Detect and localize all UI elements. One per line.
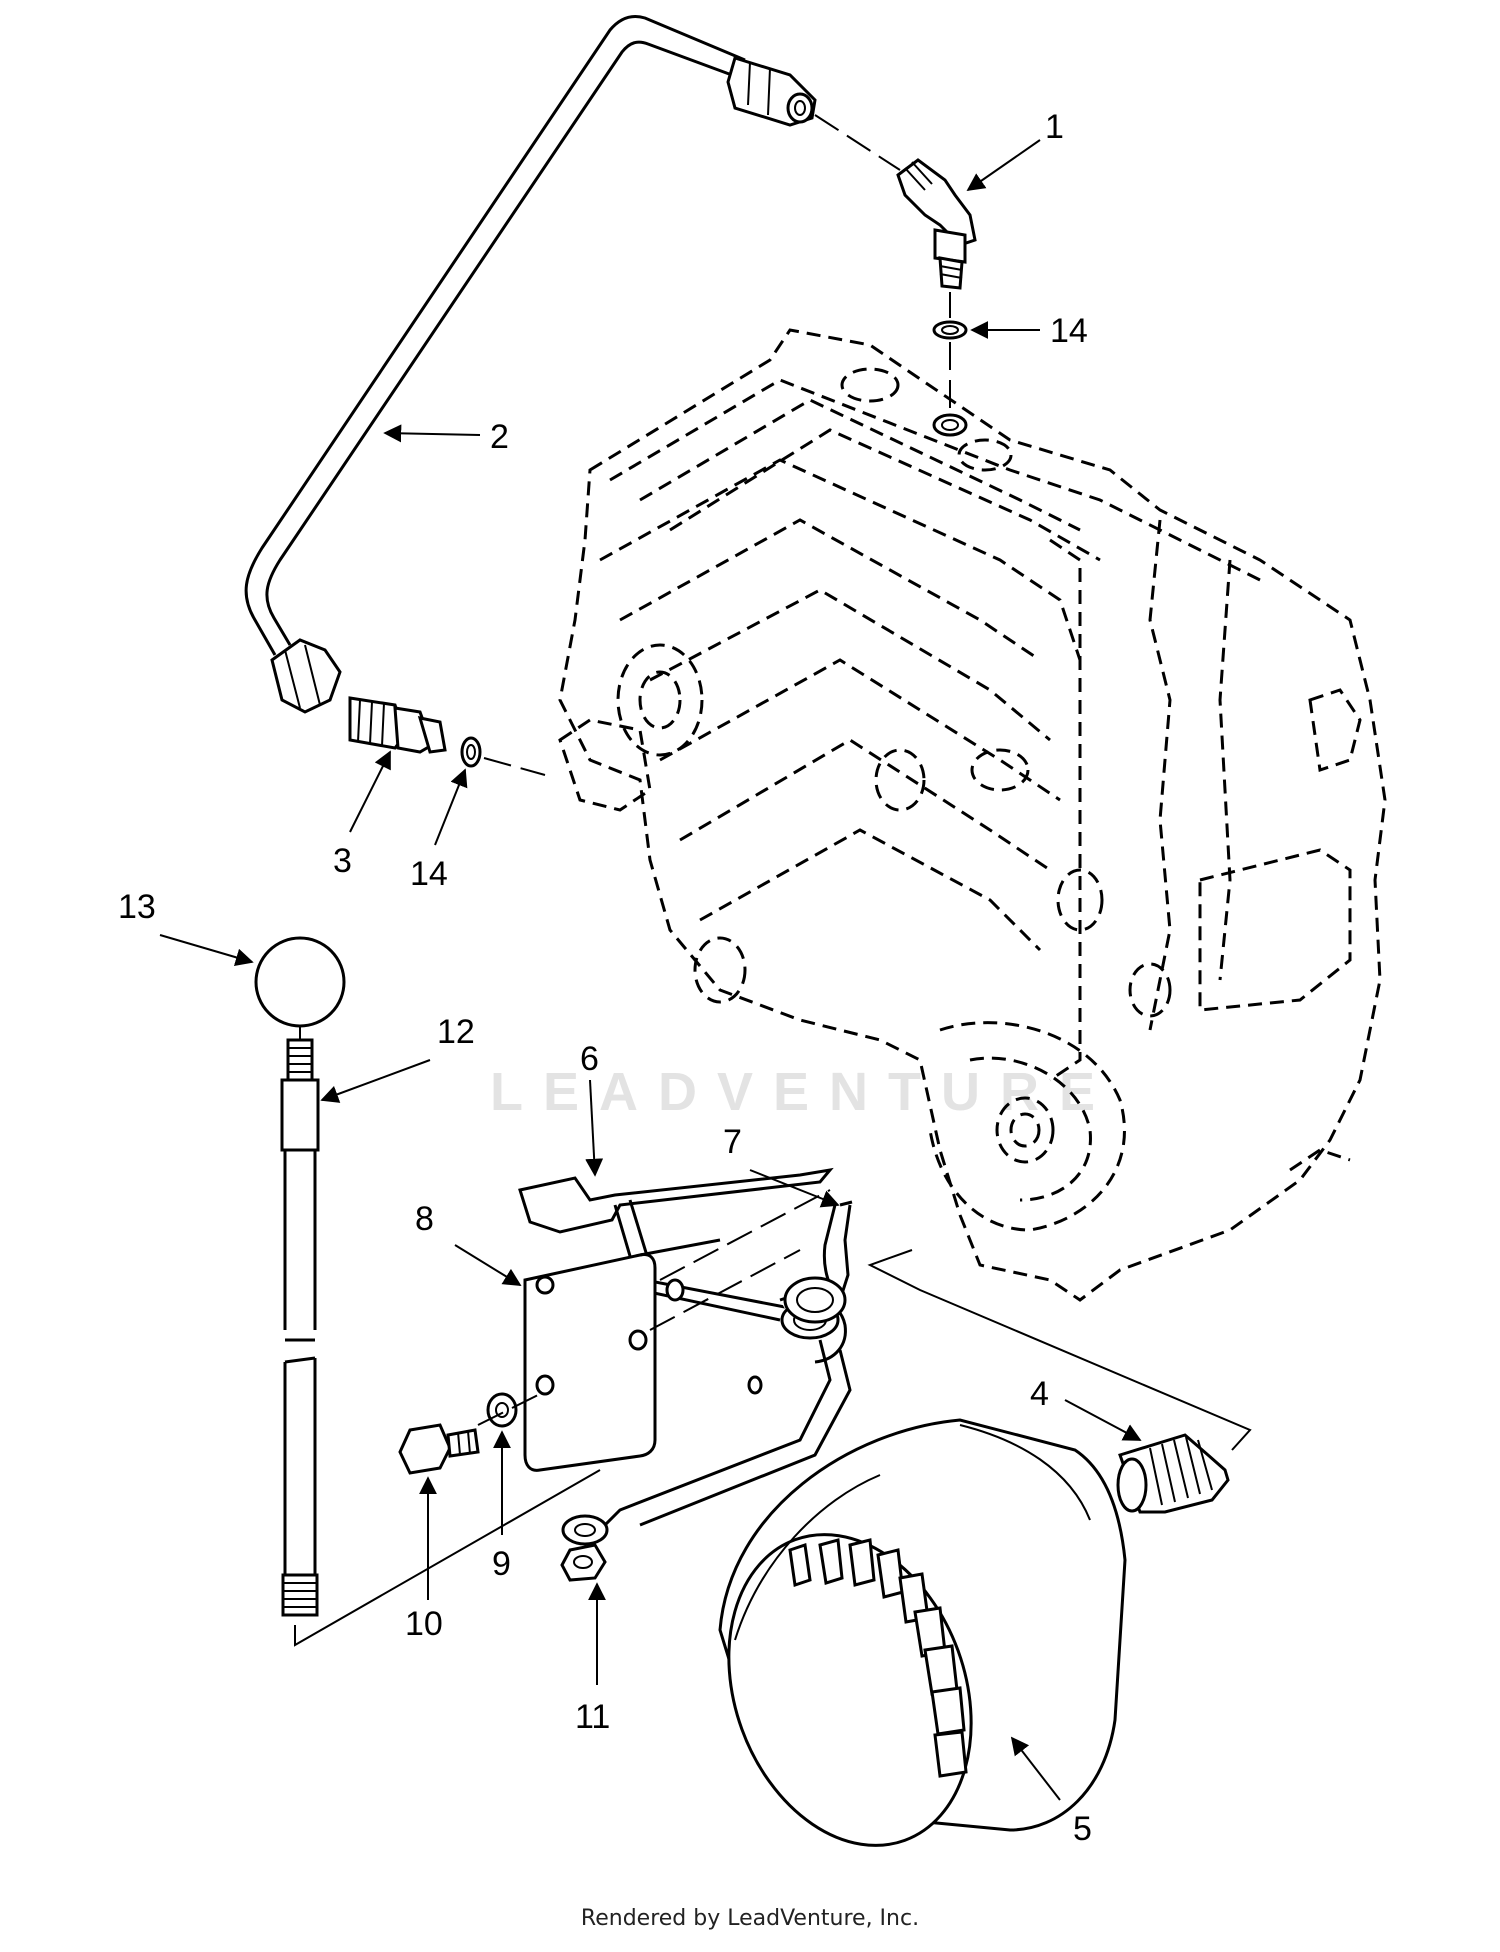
dipstick-knob: [254, 936, 346, 1028]
callout-10: 10: [405, 1605, 443, 1643]
callout-9: 9: [492, 1545, 511, 1583]
cover-plate: [523, 1238, 721, 1472]
callout-11: 11: [575, 1698, 610, 1736]
elbow-fitting: [896, 158, 977, 290]
callout-14-upper: 14: [1050, 312, 1088, 350]
hex-nut: [560, 1543, 607, 1582]
callout-12: 12: [437, 1013, 475, 1051]
oil-line-tube: [244, 15, 817, 714]
filter-grip-ribs: [788, 1538, 968, 1778]
dipstick-tube: [280, 1038, 320, 1617]
spring-pin: [783, 1200, 853, 1324]
centerline-plate: [659, 1189, 831, 1281]
callout-8: 8: [415, 1200, 434, 1238]
leader-lines: [159, 139, 1142, 1801]
filter-nipple: [1116, 1433, 1230, 1514]
callout-1: 1: [1045, 108, 1064, 146]
washer-lower: [460, 736, 482, 768]
footer-credit: Rendered by LeadVenture, Inc.: [580, 1906, 920, 1931]
adapter-fitting: [348, 696, 447, 754]
callout-13: 13: [118, 888, 156, 926]
centerline-upper: [814, 114, 901, 171]
lock-washer: [486, 1392, 518, 1428]
callout-numbers: 1 2 3 4 5 6 7 8 9 10 11 12 13 14 14: [118, 108, 1092, 1848]
callout-5: 5: [1073, 1810, 1092, 1848]
bolt: [398, 1423, 480, 1475]
filter-assembly-line: [867, 1249, 1252, 1451]
callout-2: 2: [490, 418, 509, 456]
washer-upper: [932, 320, 968, 340]
callout-3: 3: [333, 842, 352, 880]
assembly-line: [294, 1469, 601, 1647]
callout-7: 7: [723, 1123, 742, 1161]
callout-14-lower: 14: [410, 855, 448, 893]
callout-6: 6: [580, 1040, 599, 1078]
transmission-housing: [558, 328, 1387, 1302]
oil-filter: [718, 1418, 1127, 1847]
callout-4: 4: [1030, 1375, 1049, 1413]
